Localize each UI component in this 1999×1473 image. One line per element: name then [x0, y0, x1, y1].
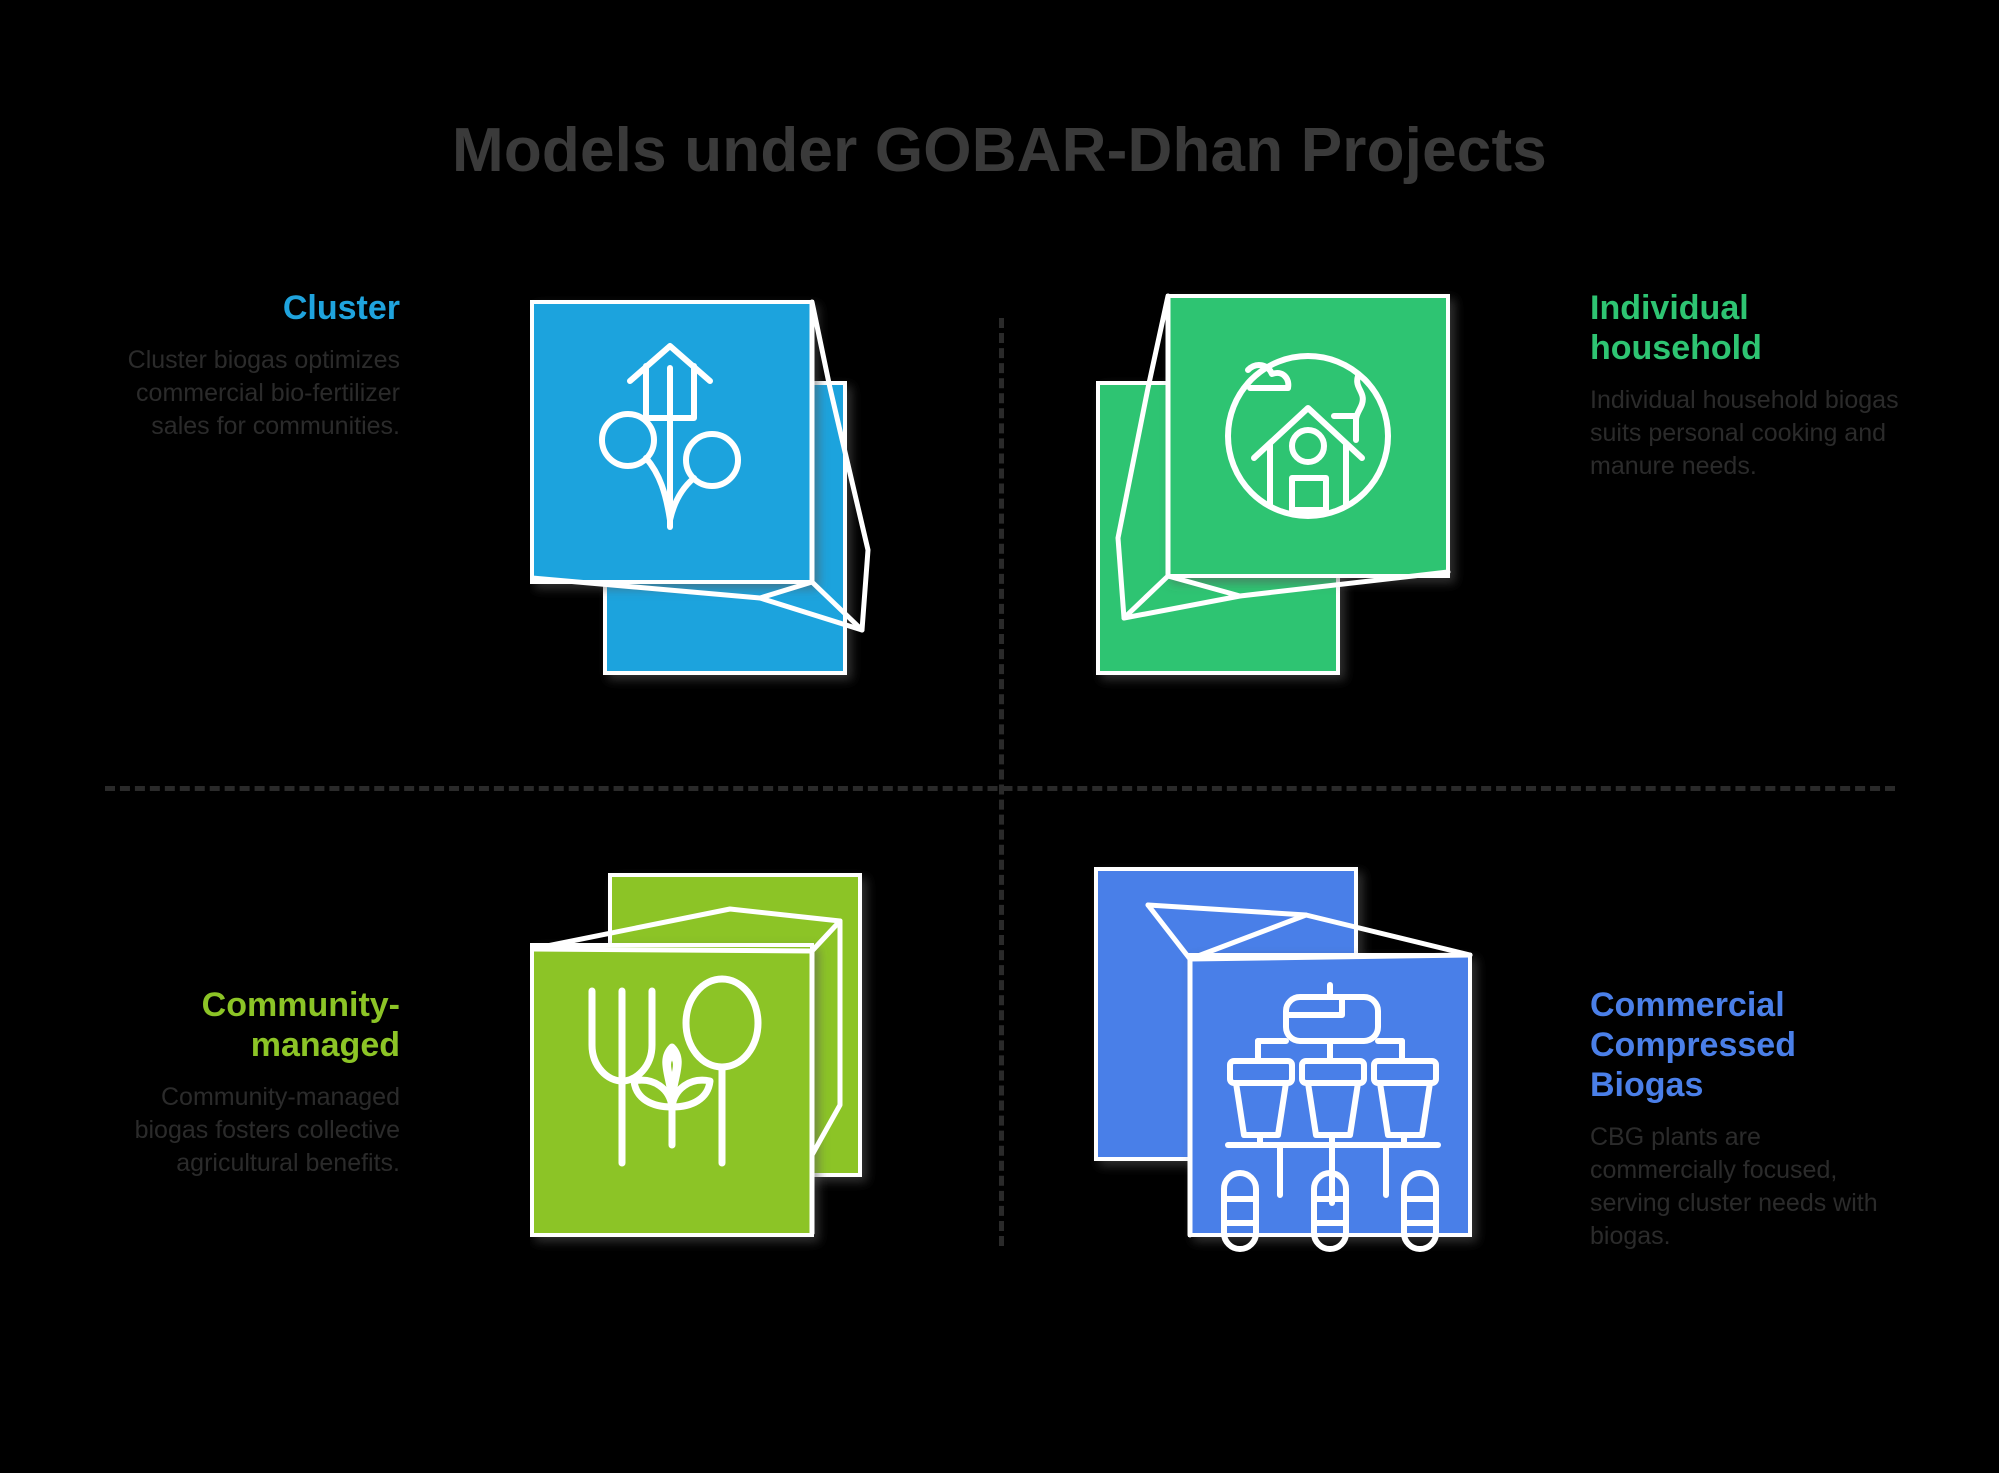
quadrant-text-community: Community-managed Community-managed biog… — [90, 985, 400, 1180]
quadrant-text-cbg: Commercial Compressed Biogas CBG plants … — [1590, 985, 1900, 1253]
card-3d-outline — [530, 299, 871, 633]
quadrant-body-individual: Individual household biogas suits person… — [1590, 386, 1899, 481]
quadrant-card-cbg[interactable] — [1090, 855, 1510, 1285]
quadrant-heading-cluster: Cluster — [282, 289, 400, 327]
quadrant-body-cbg: CBG plants are commercially focused, ser… — [1590, 1123, 1878, 1251]
quadrant-body-cluster: Cluster biogas optimizes commercial bio-… — [127, 346, 400, 441]
quadrant-card-cluster[interactable] — [530, 288, 950, 718]
cluster-network-icon — [599, 343, 741, 530]
horizontal-divider — [105, 786, 1895, 791]
quadrant-card-community[interactable] — [530, 855, 950, 1285]
house-in-circle-icon — [1225, 353, 1391, 519]
quadrant-text-cluster: Cluster Cluster biogas optimizes commerc… — [90, 288, 400, 443]
quadrant-heading-community: Community-managed — [201, 986, 400, 1065]
card-3d-outline — [1115, 293, 1451, 621]
card-3d-outline — [530, 906, 843, 1236]
vertical-divider — [999, 318, 1004, 1246]
page-title: Models under GOBAR-Dhan Projects — [452, 116, 1547, 185]
quadrant-text-individual: Individual household Individual househol… — [1590, 288, 1900, 483]
farm-tools-plant-icon — [588, 975, 762, 1167]
card-front-panel — [1166, 294, 1450, 578]
quadrant-card-individual[interactable] — [1090, 288, 1510, 718]
quadrant-heading-individual: Individual household — [1590, 289, 1762, 368]
card-3d-outline — [1145, 902, 1473, 1238]
quadrant-heading-cbg: Commercial Compressed Biogas — [1590, 986, 1796, 1105]
quadrant-body-community: Community-managed biogas fosters collect… — [134, 1083, 400, 1178]
cbg-plant-network-icon — [1221, 982, 1441, 1252]
